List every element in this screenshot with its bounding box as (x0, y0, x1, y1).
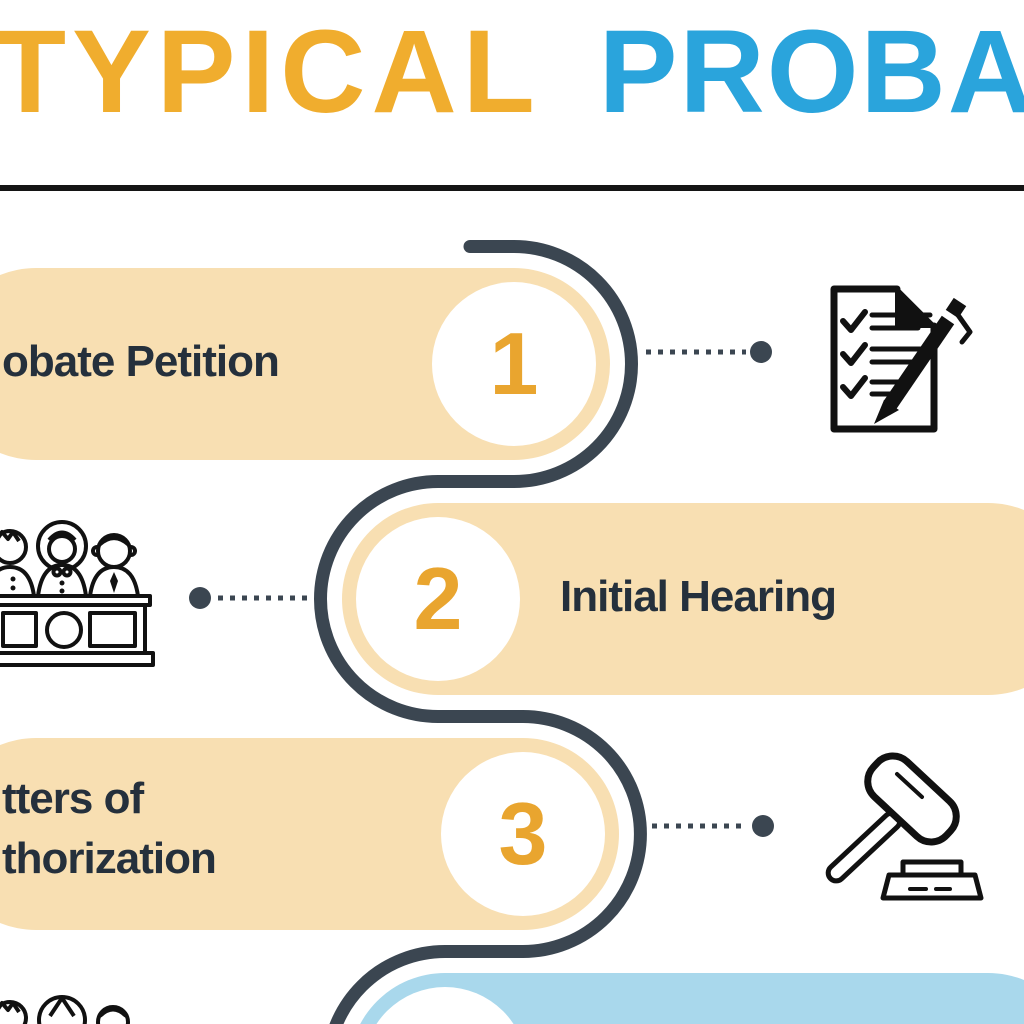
gavel-head-shine (895, 772, 924, 799)
step3-label-line1: tters of (2, 774, 144, 823)
juror-left-button (10, 576, 16, 582)
title-word-1: TYPICAL (0, 6, 541, 138)
step3-number: 3 (498, 784, 548, 883)
step1-circle (432, 282, 596, 446)
bench-panel-left (1, 611, 38, 648)
title-word-2: PROBA (598, 6, 1024, 138)
bench-panel-circle (45, 611, 83, 649)
people-icon (0, 995, 130, 1024)
juror-middle-button (59, 588, 65, 594)
step4-bar (360, 973, 1024, 1024)
text-lines (869, 312, 933, 397)
step3-label-line2: thorization (2, 834, 217, 883)
step3-circle (441, 752, 605, 916)
juror-middle-button (59, 580, 65, 586)
pen-body (883, 315, 955, 410)
step2-label: Initial Hearing (560, 572, 837, 621)
step3-connector-dot (752, 815, 774, 837)
pen-clip (955, 312, 973, 345)
pen-tip (874, 400, 899, 424)
juror-left-button (10, 585, 16, 591)
step1-number: 1 (489, 314, 539, 413)
juror-middle-bow (51, 566, 63, 578)
person-left-hair (0, 1001, 21, 1014)
bench-base-rail (0, 651, 155, 667)
step2-circle (356, 517, 520, 681)
juror-middle-face (47, 534, 77, 564)
step1-label: obate Petition (2, 337, 280, 386)
checkmarks (840, 309, 868, 399)
serpentine-path (314, 240, 647, 1024)
jury-bench-icon (0, 520, 155, 667)
step2-bar (342, 503, 1024, 695)
pen-cap (945, 297, 967, 319)
gavel-icon (825, 752, 984, 901)
document-outline (830, 285, 938, 433)
document-fold (895, 287, 936, 328)
step2-number: 2 (413, 549, 463, 648)
juror-middle-bow (61, 566, 73, 578)
checklist-pen-icon (830, 285, 973, 433)
gavel-head (864, 752, 960, 846)
step1-connector-dot (750, 341, 772, 363)
juror-left-hair (0, 530, 21, 543)
juror-right-hair (97, 536, 131, 547)
person-right-hair (98, 1007, 128, 1018)
gavel-base (880, 872, 984, 901)
step4-circle (376, 987, 514, 1024)
person-middle-head (37, 995, 87, 1024)
title-divider (0, 185, 1024, 191)
bench-panel-right (88, 611, 137, 648)
step2-connector-dot (189, 587, 211, 609)
juror-middle-fringe (47, 530, 77, 542)
juror-left-body (0, 565, 36, 598)
juror-right-tie (110, 572, 118, 593)
person-middle-hair (48, 996, 76, 1018)
